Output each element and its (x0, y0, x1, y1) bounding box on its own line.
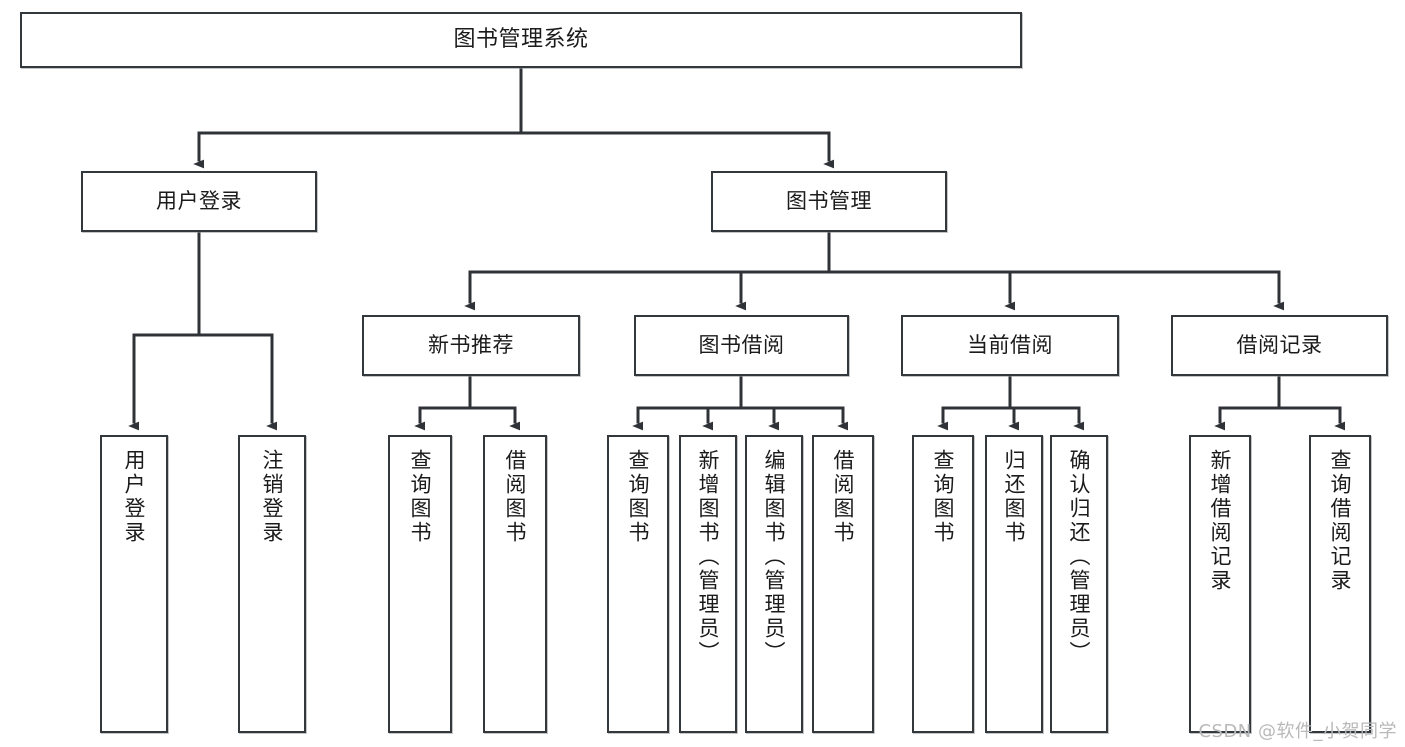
node-label: 借阅图书 (503, 449, 528, 545)
node-label: 新增图书（管理员） (696, 449, 721, 665)
node-book-borrow[interactable]: 图书借阅 (634, 315, 849, 376)
csdn-watermark: CSDN @软件_小贺同学 (1198, 721, 1397, 742)
leaf-query-book-current[interactable]: 查询图书 (912, 435, 974, 733)
leaf-borrow-book[interactable]: 借阅图书 (812, 435, 874, 733)
node-label: 查询借阅记录 (1328, 449, 1353, 593)
leaf-logout[interactable]: 注销登录 (238, 435, 306, 733)
node-label: 查询图书 (408, 449, 433, 545)
node-label: 新书推荐 (428, 332, 514, 357)
leaf-confirm-return-admin[interactable]: 确认归还（管理员） (1050, 435, 1108, 733)
leaf-edit-book-admin[interactable]: 编辑图书（管理员） (745, 435, 803, 733)
node-book-management[interactable]: 图书管理 (711, 171, 947, 232)
node-label: 借阅图书 (831, 449, 856, 545)
node-label: 注销登录 (260, 449, 285, 545)
leaf-user-login[interactable]: 用户登录 (100, 435, 168, 733)
node-new-book-recommend[interactable]: 新书推荐 (362, 315, 580, 376)
leaf-query-book-newbook[interactable]: 查询图书 (388, 435, 452, 733)
leaf-query-borrow-record[interactable]: 查询借阅记录 (1309, 435, 1371, 733)
node-label: 用户登录 (156, 188, 242, 213)
node-label: 新增借阅记录 (1208, 449, 1233, 593)
node-label: 查询图书 (931, 449, 956, 545)
leaf-return-book[interactable]: 归还图书 (985, 435, 1043, 733)
node-label: 当前借阅 (967, 332, 1053, 357)
node-label: 归还图书 (1002, 449, 1027, 545)
node-label: 确认归还（管理员） (1067, 449, 1092, 665)
node-label: 查询图书 (626, 449, 651, 545)
node-user-login[interactable]: 用户登录 (81, 171, 317, 232)
leaf-add-book-admin[interactable]: 新增图书（管理员） (679, 435, 737, 733)
node-label: 图书借阅 (698, 332, 785, 357)
leaf-borrow-book-newbook[interactable]: 借阅图书 (483, 435, 547, 733)
node-label: 图书管理 (786, 188, 872, 213)
node-borrow-record[interactable]: 借阅记录 (1171, 315, 1388, 376)
leaf-add-borrow-record[interactable]: 新增借阅记录 (1189, 435, 1251, 733)
node-label: 借阅记录 (1236, 332, 1323, 357)
node-root-system[interactable]: 图书管理系统 (20, 12, 1022, 68)
node-label: 图书管理系统 (453, 26, 589, 52)
leaf-query-book-borrow[interactable]: 查询图书 (607, 435, 669, 733)
node-label: 编辑图书（管理员） (762, 449, 787, 665)
node-label: 用户登录 (122, 449, 147, 545)
node-current-borrow[interactable]: 当前借阅 (901, 315, 1119, 376)
